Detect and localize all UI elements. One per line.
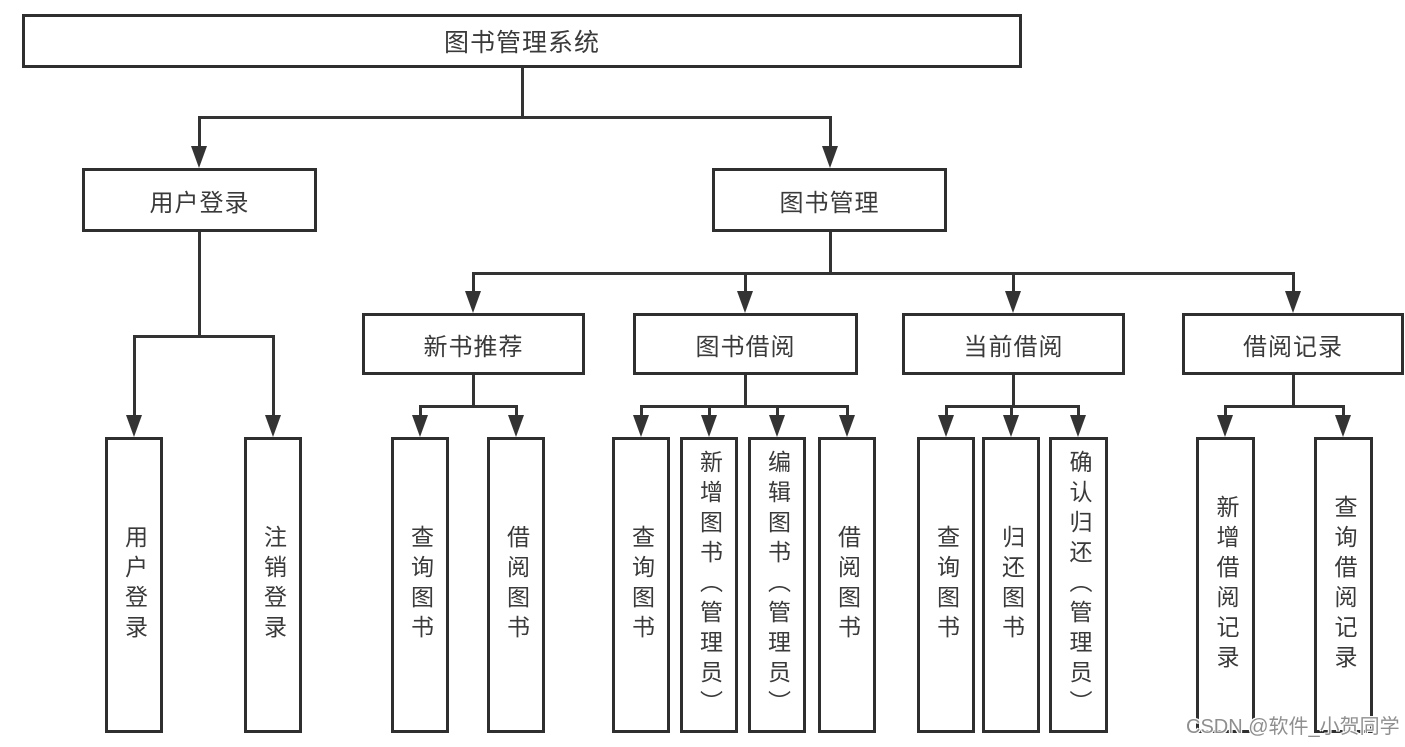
- connector-line: [846, 405, 849, 417]
- leaf-label: 借阅图书: [834, 525, 861, 645]
- arrow-down-icon: [1285, 291, 1301, 313]
- leaf-label: 新增借阅记录: [1213, 495, 1239, 675]
- leaf-label: 归还图书: [998, 525, 1025, 645]
- leaf-confirm-return-admin: 确认归还（管理员）: [1049, 437, 1108, 733]
- connector-line: [198, 232, 201, 335]
- arrow-down-icon: [508, 415, 524, 437]
- leaf-label: 借阅图书: [503, 525, 530, 645]
- connector-line: [521, 68, 524, 118]
- connector-line: [1010, 405, 1013, 417]
- connector-line: [198, 116, 201, 148]
- leaf-label: 用户登录: [121, 525, 148, 645]
- leaf-borrow-books-recommend: 借阅图书: [487, 437, 545, 733]
- connector-line: [1012, 272, 1015, 294]
- connector-line: [829, 116, 832, 148]
- connector-line: [419, 405, 422, 417]
- arrow-down-icon: [1003, 415, 1019, 437]
- arrow-down-icon: [822, 146, 838, 168]
- arrow-down-icon: [839, 415, 855, 437]
- arrow-down-icon: [412, 415, 428, 437]
- arrow-down-icon: [465, 291, 481, 313]
- connector-line: [272, 335, 275, 417]
- connector-line: [515, 405, 518, 417]
- leaf-label: 查询图书: [933, 525, 960, 645]
- leaf-borrow-books: 借阅图书: [818, 437, 876, 733]
- node-current-borrowing: 当前借阅: [902, 313, 1125, 375]
- connector-line: [198, 116, 832, 119]
- connector-line: [472, 272, 475, 294]
- connector-line: [640, 405, 643, 417]
- connector-line: [1342, 405, 1345, 417]
- leaf-query-books-current: 查询图书: [917, 437, 975, 733]
- leaf-query-books-borrow: 查询图书: [612, 437, 670, 733]
- leaf-label: 新增图书（管理员）: [696, 450, 723, 720]
- leaf-query-books-recommend: 查询图书: [391, 437, 449, 733]
- arrow-down-icon: [1070, 415, 1086, 437]
- connector-line: [640, 405, 848, 408]
- connector-line: [744, 272, 747, 294]
- arrow-down-icon: [265, 415, 281, 437]
- node-new-book-recommendation: 新书推荐: [362, 313, 585, 375]
- arrow-down-icon: [1335, 415, 1351, 437]
- arrow-down-icon: [938, 415, 954, 437]
- arrow-down-icon: [701, 415, 717, 437]
- connector-line: [1077, 405, 1080, 417]
- leaf-add-books-admin: 新增图书（管理员）: [680, 437, 738, 733]
- leaf-return-books: 归还图书: [982, 437, 1040, 733]
- leaf-label: 注销登录: [260, 525, 287, 645]
- arrow-down-icon: [126, 415, 142, 437]
- arrow-down-icon: [633, 415, 649, 437]
- connector-line: [776, 405, 779, 417]
- connector-line: [708, 405, 711, 417]
- leaf-user-login: 用户登录: [105, 437, 163, 733]
- arrow-down-icon: [737, 291, 753, 313]
- connector-line: [1012, 375, 1015, 408]
- leaf-edit-books-admin: 编辑图书（管理员）: [748, 437, 806, 733]
- leaf-label: 编辑图书（管理员）: [764, 450, 791, 720]
- leaf-logout: 注销登录: [244, 437, 302, 733]
- leaf-query-borrow-record: 查询借阅记录: [1314, 437, 1373, 733]
- arrow-down-icon: [1005, 291, 1021, 313]
- arrow-down-icon: [191, 146, 207, 168]
- leaf-label: 查询借阅记录: [1331, 495, 1357, 675]
- node-user-login: 用户登录: [82, 168, 317, 232]
- connector-line: [829, 232, 832, 274]
- arrow-down-icon: [1217, 415, 1233, 437]
- leaf-label: 查询图书: [407, 525, 434, 645]
- node-library-management-system: 图书管理系统: [22, 14, 1022, 68]
- connector-line: [1292, 375, 1295, 408]
- watermark: CSDN @软件_小贺同学: [1186, 716, 1400, 738]
- connector-line: [1224, 405, 1345, 408]
- connector-line: [1292, 272, 1295, 294]
- arrow-down-icon: [769, 415, 785, 437]
- connector-line: [419, 405, 518, 408]
- connector-line: [133, 335, 136, 417]
- node-book-management: 图书管理: [712, 168, 947, 232]
- node-book-borrowing: 图书借阅: [633, 313, 858, 375]
- connector-line: [133, 335, 275, 338]
- leaf-label: 查询图书: [628, 525, 655, 645]
- connector-line: [1224, 405, 1227, 417]
- leaf-add-borrow-record: 新增借阅记录: [1196, 437, 1255, 733]
- leaf-label: 确认归还（管理员）: [1066, 450, 1092, 720]
- connector-line: [945, 405, 948, 417]
- connector-line: [744, 375, 747, 408]
- node-borrowing-records: 借阅记录: [1182, 313, 1404, 375]
- connector-line: [472, 272, 1295, 275]
- connector-line: [472, 375, 475, 408]
